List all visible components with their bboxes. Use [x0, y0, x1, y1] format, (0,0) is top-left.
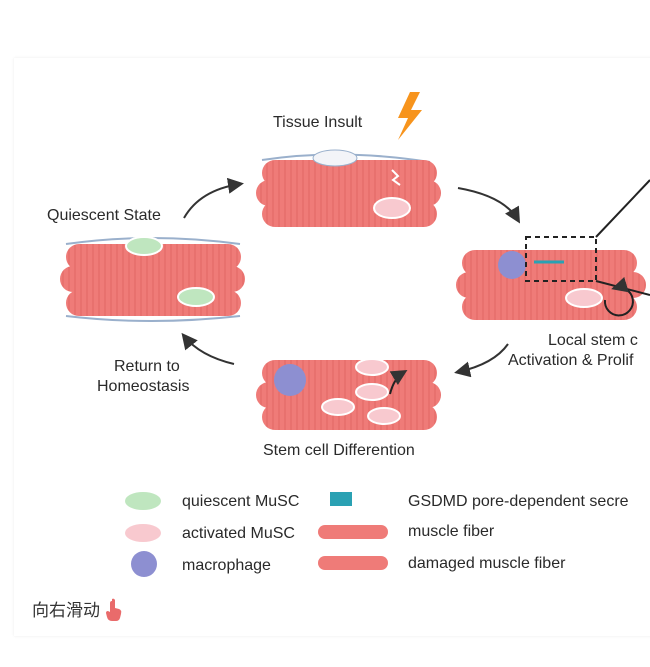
- gsdmd-secretion-icon: [330, 492, 352, 506]
- label-differentiation: Stem cell Differention: [263, 442, 415, 459]
- fiber-bundle-quiescent: [60, 236, 245, 322]
- legend-quiescent: quiescent MuSC: [182, 493, 299, 510]
- fiber-bundle-activation: [456, 179, 650, 320]
- legend-damaged: damaged muscle fiber: [408, 555, 566, 572]
- macrophage-icon: [131, 551, 157, 577]
- lightning-icon: [398, 92, 422, 140]
- label-quiescent-state: Quiescent State: [47, 207, 161, 224]
- label-tissue-insult: Tissue Insult: [273, 114, 363, 131]
- label-local-line2: Activation & Prolif: [508, 352, 634, 369]
- arrow-quiescent-to-insult: [183, 177, 244, 219]
- swipe-hint[interactable]: 向右滑动: [32, 596, 124, 621]
- arrow-diff-to-return: [181, 332, 235, 365]
- legend-macrophage: macrophage: [182, 557, 271, 574]
- arrow-insult-to-activation: [457, 187, 521, 224]
- legend: quiescent MuSC activated MuSC macrophage…: [125, 492, 629, 577]
- activated-musc-icon: [125, 524, 161, 542]
- legend-muscle: muscle fiber: [408, 523, 495, 540]
- legend-gsdmd: GSDMD pore-dependent secre: [408, 493, 629, 510]
- fiber-bundle-differentiation: [256, 358, 441, 430]
- label-return-line1: Return to: [114, 358, 180, 375]
- muscle-fiber-icon: [318, 525, 388, 539]
- arrow-activation-to-diff: [454, 343, 509, 378]
- damaged-muscle-fiber-icon: [318, 556, 388, 570]
- legend-activated: activated MuSC: [182, 525, 295, 542]
- swipe-text: 向右滑动: [32, 601, 100, 621]
- quiescent-musc-icon: [125, 492, 161, 510]
- label-return-line2: Homeostasis: [97, 378, 189, 395]
- fiber-bundle-insult: [256, 149, 441, 227]
- pointing-hand-icon: [106, 598, 122, 621]
- label-local-line1: Local stem c: [548, 332, 638, 349]
